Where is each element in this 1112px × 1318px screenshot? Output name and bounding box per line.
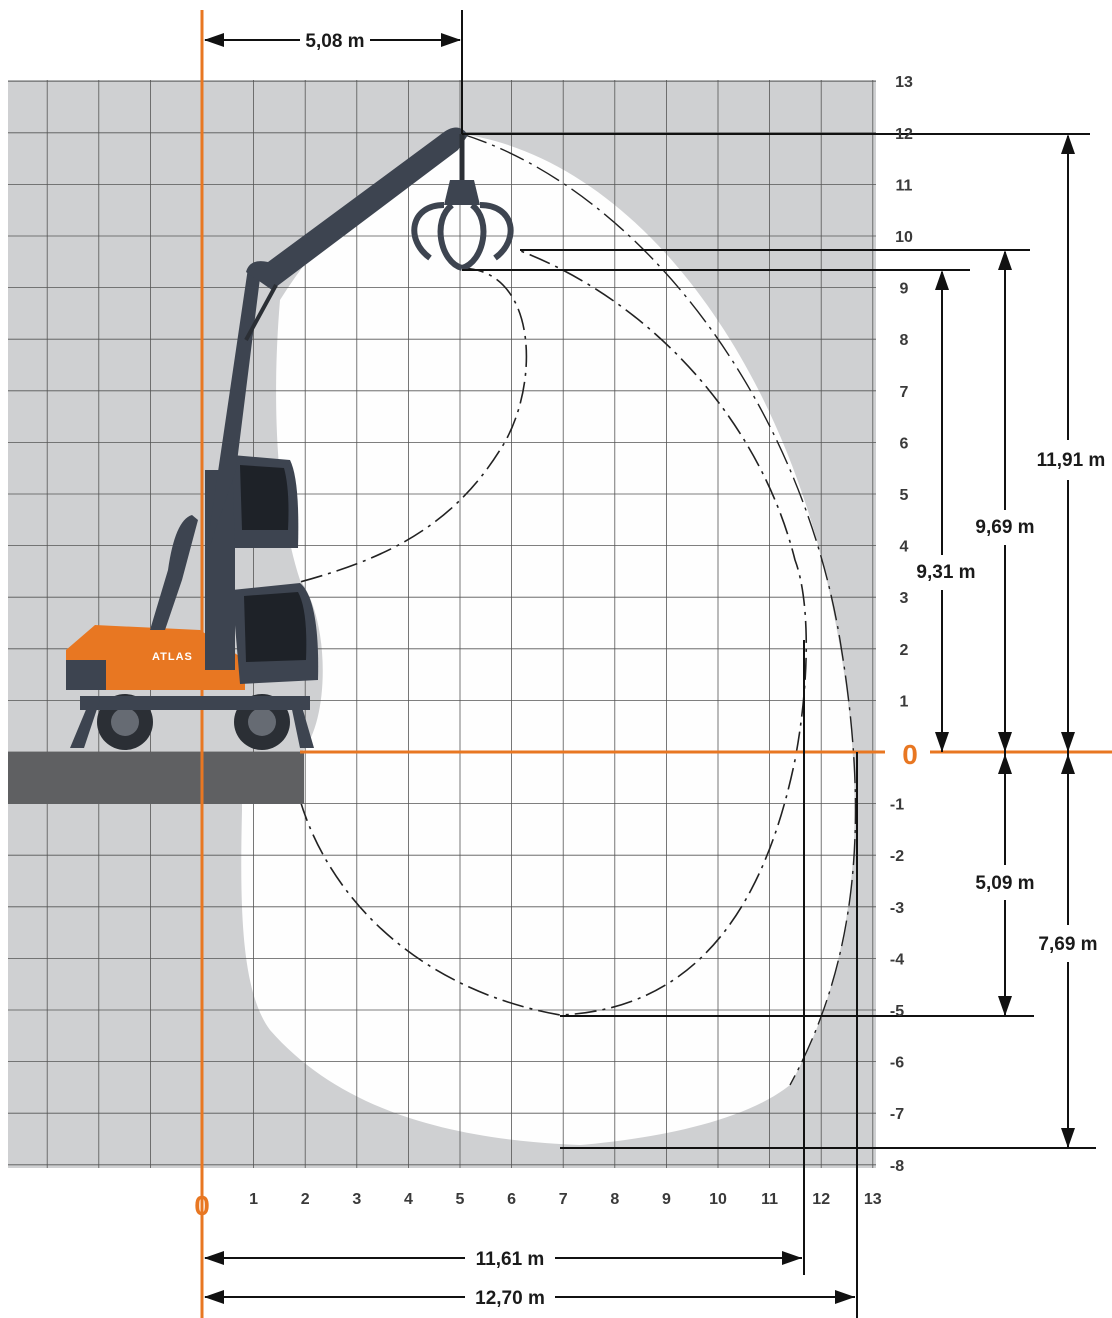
y-axis-tick-label: -7 [890, 1106, 904, 1123]
grid [8, 80, 876, 1168]
y-axis-tick-label: 6 [900, 435, 909, 452]
dim-depth-max: 7,69 m [1038, 934, 1097, 955]
x-axis-tick-label: 10 [709, 1191, 727, 1208]
ground-block [8, 752, 304, 804]
origin-y-label: 0 [902, 739, 918, 770]
y-axis-tick-label: 1 [900, 693, 909, 710]
body-brand-text: ATLAS [152, 651, 193, 663]
outer-reach-curve [461, 133, 857, 1086]
x-axis-tick-label: 2 [301, 1191, 310, 1208]
y-axis-tick-label: -6 [890, 1055, 904, 1072]
x-axis-tick-label: 13 [864, 1191, 882, 1208]
dim-reach-ground: 11,61 m [476, 1249, 545, 1270]
y-axis-tick-label: 10 [895, 229, 913, 246]
y-axis-tick-label: -5 [890, 1003, 904, 1020]
y-axis-tick-label: -3 [890, 900, 904, 917]
dimension-lines [205, 10, 1096, 1318]
y-axis-tick-label: -8 [890, 1158, 904, 1175]
machine-body [66, 625, 245, 690]
excavator: ATLAS [66, 127, 514, 750]
dimension-arrowheads [204, 33, 1075, 1304]
y-axis-tick-label: 8 [900, 332, 909, 349]
y-axis-tick-label: -1 [890, 797, 904, 814]
dim-reach-max: 12,70 m [475, 1288, 545, 1309]
y-axis-tick-label: -2 [890, 848, 904, 865]
y-axis-tick-label: 2 [900, 642, 909, 659]
dim-height-low: 9,31 m [916, 562, 975, 583]
inner-depth-curve [299, 249, 807, 1016]
x-axis-tick-label: 3 [352, 1191, 361, 1208]
x-axis-tick-label: 9 [662, 1191, 671, 1208]
y-axis-tick-label: 7 [900, 384, 909, 401]
x-axis-tick-label: 8 [610, 1191, 619, 1208]
y-axis-tick-label: -4 [890, 951, 904, 968]
y-axis-tick-label: 4 [900, 539, 909, 556]
y-axis-tick-label: 13 [895, 74, 913, 91]
origin-x-label: 0 [194, 1190, 210, 1221]
dim-height-mid: 9,69 m [975, 517, 1034, 538]
x-axis-tick-label: 1 [249, 1191, 258, 1208]
grapple [444, 180, 480, 205]
x-axis-tick-label: 6 [507, 1191, 516, 1208]
dim-top-reach: 5,08 m [305, 31, 364, 52]
x-axis-tick-label: 11 [761, 1191, 778, 1208]
y-axis-tick-label: 12 [895, 126, 913, 143]
dim-depth-mid: 5,09 m [975, 873, 1034, 894]
x-axis-tick-label: 4 [404, 1191, 413, 1208]
y-axis-tick-label: 3 [900, 590, 909, 607]
x-axis-tick-label: 12 [812, 1191, 830, 1208]
inner-reach-curve [299, 267, 528, 583]
y-axis-tick-label: 9 [900, 281, 909, 298]
x-axis-tick-label: 7 [559, 1191, 568, 1208]
y-axis-tick-label: 11 [896, 177, 913, 194]
working-envelope [241, 134, 855, 1145]
x-axis-tick-label: 5 [456, 1191, 465, 1208]
y-axis-tick-label: 5 [900, 487, 909, 504]
dim-height-max: 11,91 m [1037, 450, 1106, 471]
